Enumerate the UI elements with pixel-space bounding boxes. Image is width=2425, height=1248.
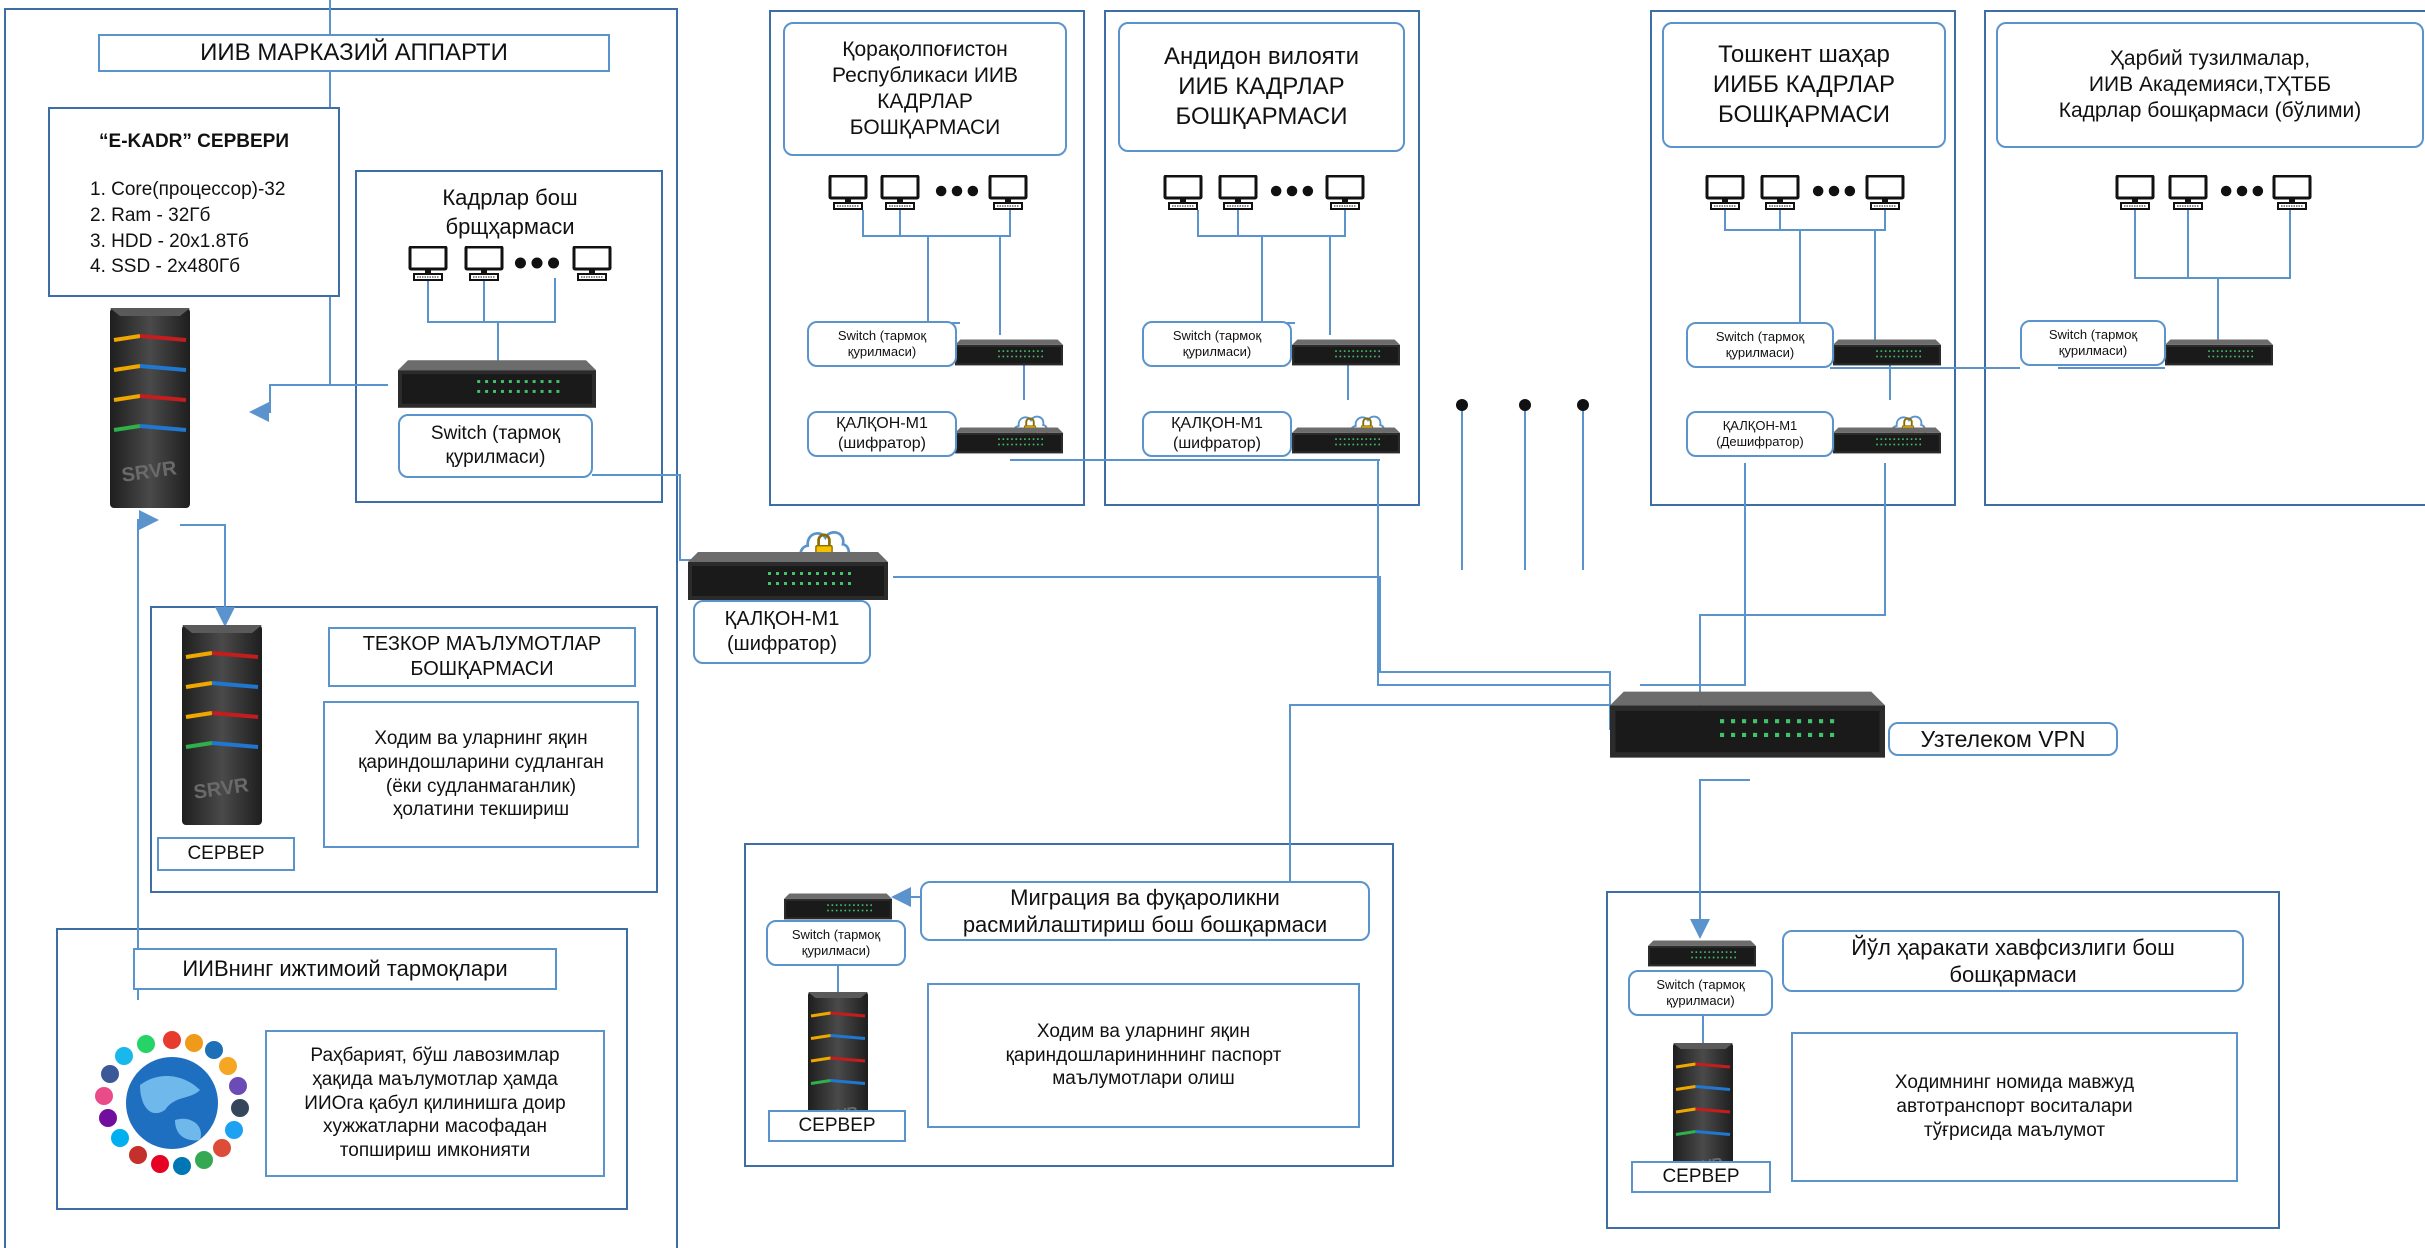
hr-switch-label: Switch (тармоқ қурилмаси) [398, 414, 593, 478]
migration-panel [744, 843, 1394, 1167]
karakalpak-switch-label: Switch (тармоқ қурилмаси) [807, 321, 957, 367]
tashkent-workstations [1705, 175, 1905, 211]
andijan-switch-label: Switch (тармоқ қурилмаси) [1142, 321, 1292, 367]
traffic-title: Йўл ҳаракати хавфсизлиги бош бошқармаси [1782, 930, 2244, 992]
karakalpak-cipher-icon [955, 427, 1063, 454]
ops-dept-panel [150, 606, 658, 893]
tashkent-switch-label: Switch (тармоқ қурилмаси) [1686, 322, 1834, 368]
e-kadr-server-icon [108, 308, 192, 508]
region-title-karakalpak: Қорақолпоғистон Республикаси ИИВ КАДРЛАР… [783, 22, 1067, 156]
vpn-label: Узтелеком VPN [1888, 722, 2118, 756]
migration-switch-icon [784, 893, 892, 920]
andijan-switch-icon [1292, 339, 1400, 366]
hr-switch-icon [398, 360, 596, 408]
social-desc: Раҳбарият, бўш лавозимлар ҳақида маълумо… [265, 1030, 605, 1177]
traffic-panel [1606, 891, 2280, 1229]
ops-dept-desc: Ходим ва уларнинг яқин қариндошларини су… [323, 701, 639, 848]
social-panel [56, 928, 628, 1210]
server-spec-line: 3. HDD - 20x1.8Тб [90, 230, 249, 252]
tashkent-cipher-icon [1833, 427, 1941, 454]
ops-server-icon [182, 625, 262, 825]
tashkent-switch-icon [1833, 339, 1941, 366]
karakalpak-switch-icon [955, 339, 1063, 366]
region-title-andijan: Андидон вилояти ИИБ КАДРЛАР БОШҚАРМАСИ [1118, 22, 1405, 152]
region-panel-tashkent [1650, 10, 1956, 506]
andijan-workstations [1163, 175, 1365, 211]
central-workstations [408, 246, 612, 282]
karakalpak-cipher-label: ҚАЛҚОН-М1 (шифратор) [807, 411, 957, 457]
traffic-switch-label: Switch (тармоқ қурилмаси) [1628, 970, 1773, 1016]
andijan-cipher-label: ҚАЛҚОН-М1 (шифратор) [1142, 411, 1292, 457]
region-title-military: Ҳарбий тузилмалар, ИИВ Академияси,ТҲТББ … [1996, 22, 2424, 148]
hr-dept-title: Кадрлар бош брщҳармаси [442, 185, 578, 239]
server-specs-heading: “E-KADR” СЕРВЕРИ [99, 131, 289, 152]
military-switch-icon [2165, 339, 2273, 366]
traffic-desc: Ходимнинг номида мавжуд автотранспорт во… [1791, 1032, 2238, 1182]
region-title-tashkent: Тошкент шаҳар ИИББ КАДРЛАР БОШҚАРМАСИ [1662, 22, 1946, 148]
migration-switch-label: Switch (тармоқ қурилмаси) [766, 920, 906, 966]
social-globe-icon [95, 1031, 249, 1175]
region-panel-military [1984, 10, 2425, 506]
tashkent-cipher-label: ҚАЛҚОН-М1 (Дешифратор) [1686, 411, 1834, 457]
migration-server-label: СЕРВЕР [768, 1110, 906, 1142]
main-cipher-label: ҚАЛҚОН-М1 (шифратор) [693, 600, 871, 664]
military-switch-label: Switch (тармоқ қурилмаси) [2020, 320, 2166, 366]
military-workstations [2115, 175, 2312, 211]
server-spec-line: 2. Ram - 32Гб [90, 204, 211, 226]
server-spec-line: 4. SSD - 2x480Гб [90, 256, 241, 278]
server-specs-box: “E-KADR” СЕРВЕРИ 1. Core(процессор)-32 2… [48, 107, 340, 297]
ellipsis-dots [1456, 399, 1589, 411]
migration-title: Миграция ва фуқароликни расмийлаштириш б… [920, 881, 1370, 941]
server-spec-line: 1. Core(процессор)-32 [90, 179, 286, 200]
ops-server-label: СЕРВЕР [157, 837, 295, 871]
ops-dept-title: ТЕЗКОР МАЪЛУМОТЛАР БОШҚАРМАСИ [328, 627, 636, 687]
traffic-switch-icon [1648, 940, 1756, 967]
vpn-device-icon [1610, 691, 1885, 758]
karakalpak-workstations [828, 175, 1028, 211]
andijan-cipher-icon [1292, 427, 1400, 454]
region-panel-andijan [1104, 10, 1420, 506]
traffic-server-label: СЕРВЕР [1631, 1161, 1771, 1193]
central-apparatus-panel [4, 8, 678, 1248]
migration-desc: Ходим ва уларнинг яқин қариндошларининни… [927, 983, 1360, 1128]
hr-dept-panel [355, 170, 663, 503]
social-title: ИИВнинг ижтимоий тармоқлари [133, 948, 557, 990]
central-title: ИИВ МАРКАЗИЙ АППАРТИ [98, 34, 610, 72]
region-panel-karakalpak [769, 10, 1085, 506]
main-cipher-device-icon [688, 552, 888, 600]
